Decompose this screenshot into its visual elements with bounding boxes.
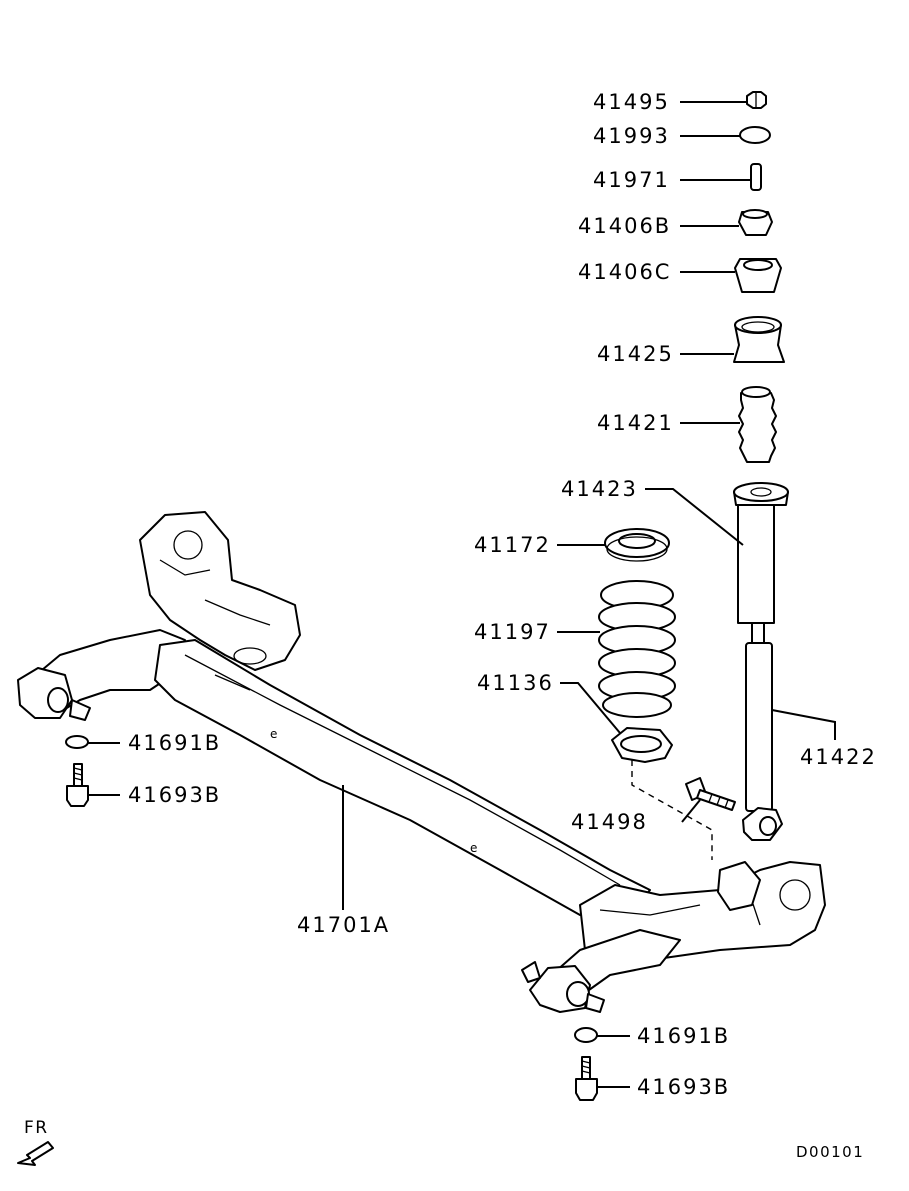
spring-seat-cup-drawing <box>733 316 785 363</box>
part-label-41691b-left: 41691B <box>128 731 222 755</box>
collar-drawing <box>750 163 762 191</box>
bushing-upper-drawing <box>738 209 773 236</box>
svg-text:e: e <box>470 841 477 855</box>
axle-beam-drawing: e e <box>17 511 826 1013</box>
shock-absorber-drawing <box>742 622 783 841</box>
diagram-code: D00101 <box>796 1143 865 1161</box>
front-arrow-icon <box>17 1141 54 1166</box>
part-label-41693b-right: 41693B <box>637 1075 731 1099</box>
part-label-41136: 41136 <box>477 671 554 695</box>
leader-lines <box>88 101 836 1088</box>
bolt-left-drawing <box>66 763 89 807</box>
assembly-guide-line <box>631 760 713 860</box>
part-label-41691b-right: 41691B <box>637 1024 731 1048</box>
coil-spring-drawing <box>598 580 676 718</box>
part-label-41971: 41971 <box>593 168 670 192</box>
part-label-41421: 41421 <box>597 411 674 435</box>
washer-right-drawing <box>574 1027 598 1043</box>
lower-spring-pad-drawing <box>611 727 673 763</box>
part-label-41423: 41423 <box>561 477 638 501</box>
nut-drawing <box>746 91 767 109</box>
svg-text:e: e <box>270 727 277 741</box>
front-direction-label: FR <box>24 1118 49 1138</box>
bolt-right-drawing <box>575 1056 598 1101</box>
part-label-41172: 41172 <box>474 533 551 557</box>
part-label-41422: 41422 <box>800 745 877 769</box>
washer-left-drawing <box>65 735 89 749</box>
upper-spring-pad-drawing <box>604 528 670 562</box>
shock-bolt-drawing <box>685 777 736 811</box>
part-label-41406b: 41406B <box>578 214 672 238</box>
part-label-41993: 41993 <box>593 124 670 148</box>
part-label-41701a: 41701A <box>297 913 391 937</box>
part-label-41406c: 41406C <box>578 260 672 284</box>
part-label-41425: 41425 <box>597 342 674 366</box>
bushing-lower-drawing <box>734 258 782 293</box>
part-label-41693b-left: 41693B <box>128 783 222 807</box>
part-label-41498: 41498 <box>571 810 648 834</box>
dust-cover-drawing <box>733 482 789 624</box>
part-label-41495: 41495 <box>593 90 670 114</box>
part-label-41197: 41197 <box>474 620 551 644</box>
bump-stopper-drawing <box>738 386 777 463</box>
washer-drawing <box>739 126 771 144</box>
